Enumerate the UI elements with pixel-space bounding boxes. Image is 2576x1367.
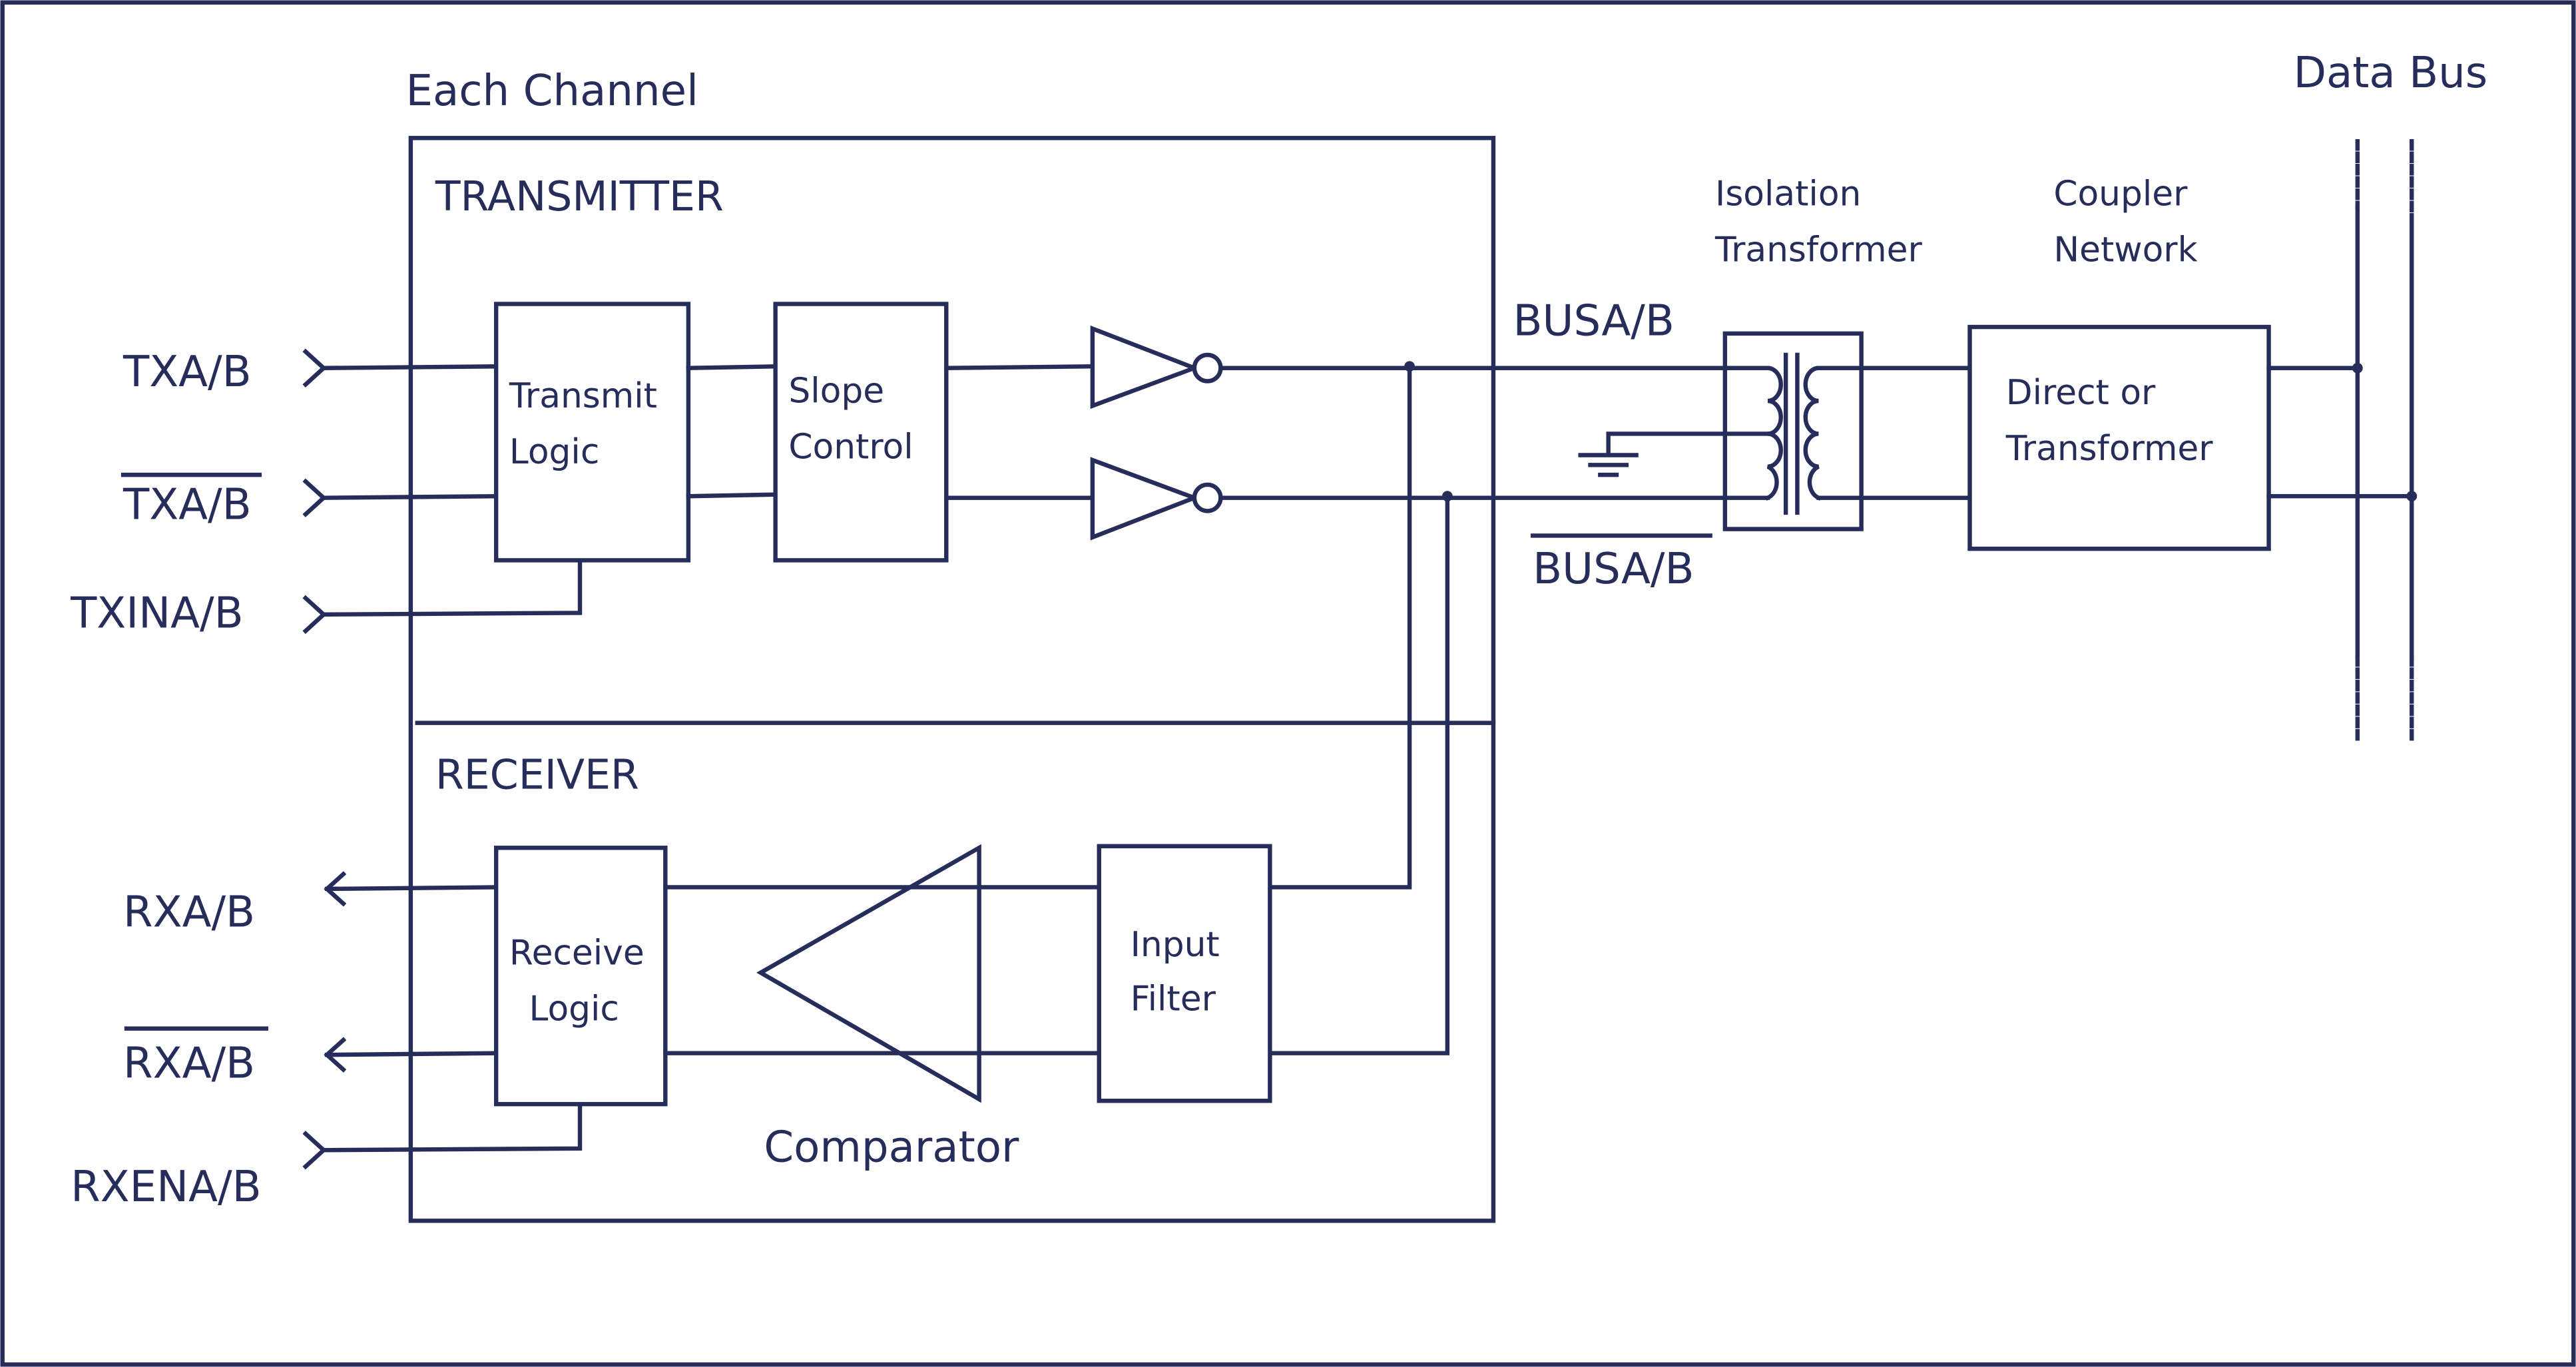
receiver-section-label: RECEIVER <box>435 750 639 798</box>
txa-b-bar-label: TXA/B <box>123 480 252 530</box>
ground-icon <box>1578 453 1639 477</box>
signal-txa-b-bar: TXA/B <box>121 472 499 530</box>
wire <box>944 364 1095 370</box>
signal-txina-b: TXINA/B <box>70 558 583 639</box>
coupler-network-line1: Coupler <box>2053 174 2188 214</box>
receive-logic-line2: Logic <box>529 989 619 1029</box>
signal-rxa-b: RXA/B <box>123 871 499 938</box>
signal-rxena-b: RXENA/B <box>71 1101 583 1212</box>
rxa-b-label: RXA/B <box>123 888 255 938</box>
comparator-label: Comparator <box>764 1123 1019 1173</box>
isolation-transformer-line1: Isolation <box>1715 174 1861 214</box>
feedback-wire-positive <box>1269 366 1412 890</box>
driver-bottom-inverting-buffer-icon <box>1090 457 1223 541</box>
wire <box>324 885 499 892</box>
slope-control-line1: Slope <box>788 372 884 411</box>
txina-b-label: TXINA/B <box>70 589 244 639</box>
wire <box>686 492 778 499</box>
txa-b-label: TXA/B <box>123 347 252 397</box>
busa-b-label: BUSA/B <box>1513 296 1674 346</box>
channel-box <box>408 136 1496 1223</box>
input-filter-line1: Input <box>1131 925 1220 965</box>
feedback-wire-negative <box>1269 495 1450 1055</box>
rxa-b-bar-label: RXA/B <box>123 1039 255 1089</box>
signal-txa-b: TXA/B <box>123 347 499 397</box>
rxena-b-label: RXENA/B <box>71 1162 262 1212</box>
coupler-block: Direct or Transformer <box>1967 324 2271 551</box>
driver-top-inverting-buffer-icon <box>1090 325 1223 410</box>
wire <box>321 493 499 500</box>
data-bus-label: Data Bus <box>2294 48 2488 98</box>
wire <box>321 1101 583 1153</box>
comparator-triangle-icon <box>756 844 981 1103</box>
coupler-network-line2: Network <box>2053 230 2197 270</box>
busa-b-bar-label: BUSA/B <box>1533 544 1694 594</box>
transmit-logic-line2: Logic <box>509 432 599 472</box>
transmit-logic-block: Transmit Logic <box>493 302 691 563</box>
signal-rxa-b-bar: RXA/B <box>123 1026 499 1089</box>
isolation-transformer-line2: Transformer <box>1714 230 1923 270</box>
transformer-coil-icon <box>1722 331 1864 531</box>
wire <box>324 1051 499 1057</box>
input-filter-block: Input Filter <box>1097 844 1272 1103</box>
center-tap-wire <box>1606 431 1770 456</box>
data-bus-line-a <box>2352 139 2363 745</box>
data-bus-line-b <box>2406 139 2418 745</box>
slope-control-block: Slope Control <box>773 302 949 563</box>
receive-logic-block: Receive Logic <box>493 846 668 1107</box>
input-arrow-icon <box>302 595 327 635</box>
input-arrow-icon <box>302 1131 327 1170</box>
input-arrow-icon <box>302 348 327 388</box>
coupler-line1: Direct or <box>2006 373 2156 413</box>
input-arrow-icon <box>302 478 327 517</box>
wire <box>321 558 583 617</box>
transmit-logic-line1: Transmit <box>509 376 657 416</box>
receive-logic-line1: Receive <box>509 933 644 973</box>
slope-control-line2: Control <box>788 427 913 467</box>
coupler-line2: Transformer <box>2005 429 2214 469</box>
transmitter-section-label: TRANSMITTER <box>435 172 724 220</box>
each-channel-label: Each Channel <box>405 66 698 116</box>
wire <box>321 364 499 370</box>
input-filter-line2: Filter <box>1131 979 1216 1019</box>
wire <box>686 364 778 370</box>
